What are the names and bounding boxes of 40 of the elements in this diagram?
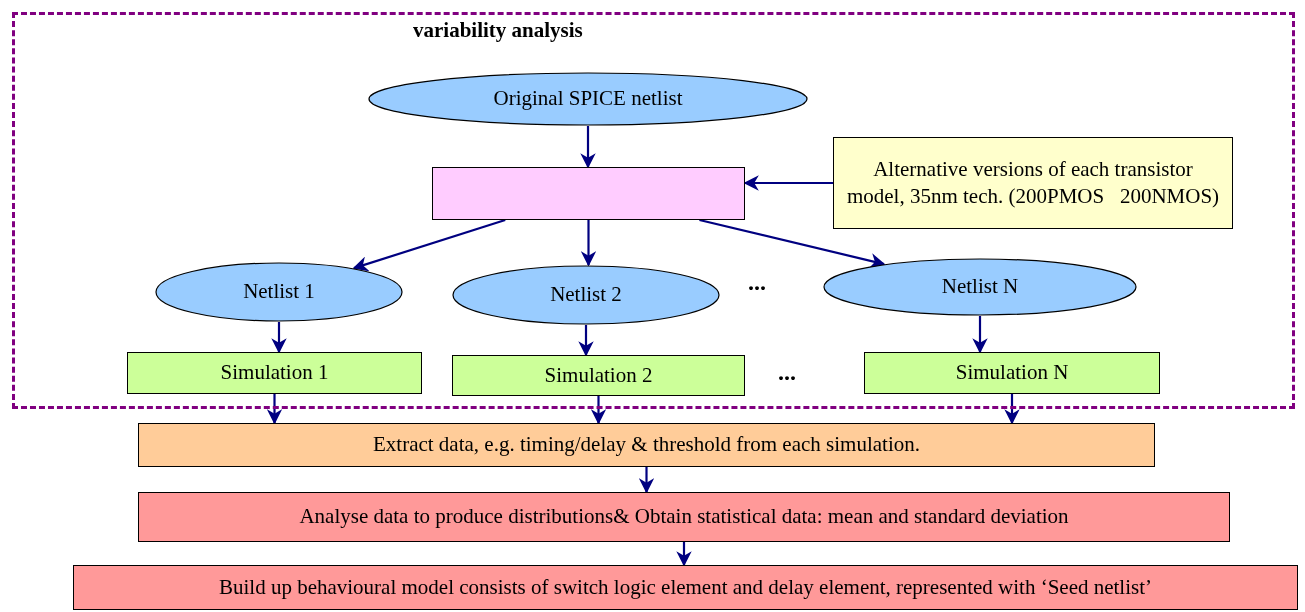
- node-text: Simulation 1: [219, 359, 330, 387]
- node-text: Extract data, e.g. timing/delay & threshold from each simulation.: [372, 431, 921, 459]
- ellipsis-text: ...: [748, 270, 766, 294]
- process-box: [138, 492, 1230, 542]
- arrow: [352, 218, 506, 272]
- arrow: [580, 126, 596, 169]
- node-text: Alternative versions of each transistor model, 35nm tech. (200PMOS 200NMOS): [845, 155, 1221, 210]
- simulation-box: [864, 352, 1160, 394]
- node-text: Build up behavioural model consists of switch logic element and delay element, represented with ‘Seed netlist’: [217, 573, 1154, 601]
- arrow: [699, 218, 886, 269]
- region-title: variability analysis: [413, 17, 583, 44]
- arrow: [743, 175, 833, 191]
- arrow: [1004, 394, 1020, 425]
- dashed-region: [12, 12, 1295, 409]
- arrow: [676, 542, 692, 567]
- note-box: [833, 137, 1233, 229]
- input-ellipse: [368, 72, 808, 126]
- ellipsis-text: ...: [778, 360, 796, 384]
- node-text: Netlist 1: [242, 278, 316, 306]
- empty-box: [432, 167, 745, 220]
- node-text: Netlist 2: [549, 281, 623, 309]
- node-text: Original SPICE netlist: [492, 85, 684, 113]
- process-box: [73, 565, 1298, 610]
- arrow: [590, 396, 607, 425]
- simulation-box: [452, 355, 745, 396]
- arrow: [638, 467, 655, 494]
- arrow: [578, 325, 594, 357]
- netlist-ellipse: [155, 262, 403, 322]
- node-text: Analyse data to produce distributions& Obtain statistical data: mean and standard deviation: [298, 503, 1070, 531]
- netlist-ellipse: [452, 265, 720, 325]
- simulation-box: [127, 352, 422, 394]
- node-text: Netlist N: [940, 273, 1020, 301]
- netlist-ellipse: [823, 258, 1137, 316]
- process-box: [138, 423, 1155, 467]
- arrow: [972, 316, 988, 354]
- node-text: Simulation N: [954, 359, 1070, 387]
- node-text: Simulation 2: [543, 361, 654, 389]
- arrow: [271, 322, 287, 354]
- arrow: [580, 220, 597, 267]
- arrow: [266, 394, 283, 425]
